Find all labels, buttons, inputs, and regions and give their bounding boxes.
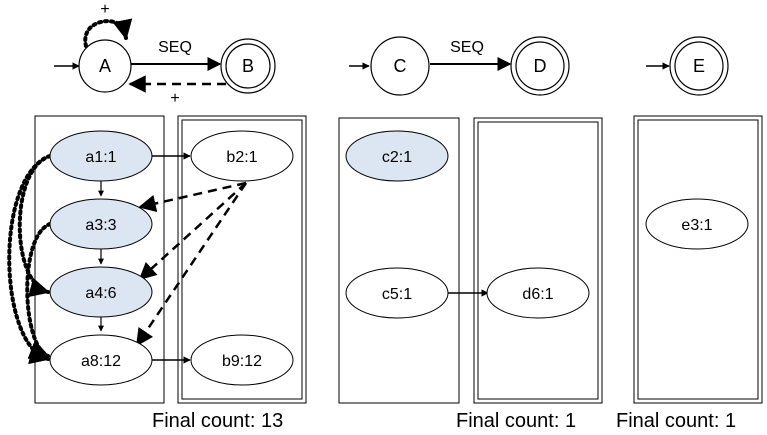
state-d: D: [510, 36, 570, 96]
state-b-label: B: [242, 56, 254, 76]
state-c: C: [370, 36, 430, 96]
state-e: E: [669, 36, 729, 96]
event-a8: a8:12: [49, 334, 153, 386]
state-c-label: C: [394, 56, 407, 76]
state-b: B: [220, 38, 276, 94]
self-loop-a: [83, 18, 133, 48]
state-d-label: D: [534, 56, 547, 76]
event-a3: a3:3: [49, 198, 153, 250]
event-a8-label: a8:12: [81, 353, 121, 370]
event-c2-label: c2:1: [382, 149, 412, 166]
event-a4: a4:6: [49, 266, 153, 318]
edge-c-d-label: SEQ: [450, 39, 484, 56]
state-a-label: A: [99, 56, 111, 76]
panel-b: [177, 115, 307, 404]
event-e3: e3:1: [645, 198, 749, 250]
panel-e: [633, 115, 763, 404]
panel-c: [338, 117, 460, 404]
event-nodes: a1:1 a3:3 a4:6 a8:12 b2:1 b9:12 c2:1: [49, 130, 749, 386]
final-count-group3: Final count: 1: [616, 410, 736, 432]
event-c2: c2:1: [345, 130, 449, 182]
event-b2-label: b2:1: [226, 149, 257, 166]
edge-b2-a8: [135, 182, 248, 347]
edge-b-a-label: +: [170, 90, 179, 107]
panel-d: [473, 117, 603, 404]
self-loop-a-label: +: [100, 1, 109, 18]
event-d6-label: d6:1: [522, 286, 553, 303]
event-panels: [34, 115, 763, 404]
event-a1-label: a1:1: [85, 149, 116, 166]
event-b9-label: b9:12: [222, 353, 262, 370]
event-a1: a1:1: [49, 130, 153, 182]
event-b9: b9:12: [190, 334, 294, 386]
automaton-top: A + B SEQ + C D SEQ: [54, 1, 729, 107]
final-count-group1: Final count: 13: [152, 410, 283, 432]
event-b2: b2:1: [190, 130, 294, 182]
edge-a-b-label: SEQ: [158, 39, 192, 56]
panel-a: [34, 115, 165, 404]
edge-b2-a3: [138, 181, 247, 213]
event-d6: d6:1: [486, 267, 590, 319]
event-a4-label: a4:6: [85, 285, 116, 302]
event-c5: c5:1: [345, 267, 449, 319]
final-count-group2: Final count: 1: [456, 410, 576, 432]
event-e3-label: e3:1: [681, 217, 712, 234]
edge-a3-a8: [25, 222, 52, 359]
event-a3-label: a3:3: [85, 217, 116, 234]
state-e-label: E: [693, 56, 705, 76]
event-edges: [7, 152, 489, 365]
edge-b2-a4: [138, 182, 247, 281]
state-a: A: [78, 39, 132, 93]
event-c5-label: c5:1: [382, 286, 412, 303]
final-counts: Final count: 13 Final count: 1 Final cou…: [152, 410, 736, 432]
